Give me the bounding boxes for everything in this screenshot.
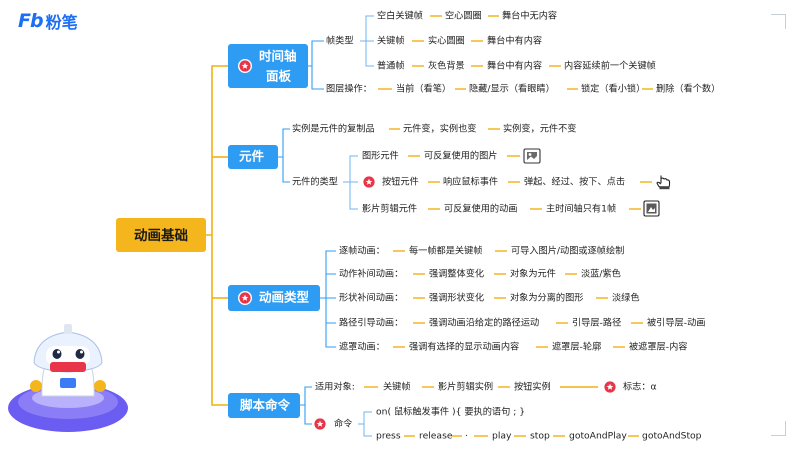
script-fork: [300, 386, 312, 425]
symbol-type2-states: 弹起、经过、按下、点击: [524, 176, 625, 188]
symbol-types-label: 元件的类型: [292, 176, 338, 188]
script-title: 脚本命令: [240, 398, 291, 413]
command-fork: [358, 411, 372, 437]
anim-row5-c1: 遮罩动画：: [339, 341, 385, 353]
anim-row4-c3: 引导层-路径: [572, 317, 621, 329]
robot-mascot-illustration: [8, 324, 128, 432]
anim-row2-c4: 淡蓝/紫色: [581, 268, 621, 280]
node-anim-types: 动画类型: [228, 285, 320, 311]
anim-fork: [320, 250, 336, 348]
frame-row3-c1: 普通帧: [377, 60, 405, 72]
applies-item-1: 关键帧: [383, 381, 411, 393]
timeline-title-line2: 面板: [266, 69, 292, 84]
anim-row1-c1: 逐帧动画：: [339, 245, 385, 257]
frame-row2-c3: 舞台中有内容: [487, 35, 542, 47]
link-frame-types: [308, 40, 324, 67]
instance-c1: 实例是元件的复制品: [292, 123, 375, 135]
frame-types-fork: [360, 15, 374, 67]
symbol-type3-desc: 可反复使用的动画: [444, 203, 518, 215]
frame-row2-c1: 关键帧: [377, 35, 405, 47]
symbol-title: 元件: [239, 149, 265, 164]
node-symbol: 元件: [228, 145, 278, 169]
anim-row1-c3: 可导入图片/动图或逐帧绘制: [511, 245, 624, 257]
anim-row4-c1: 路径引导动画：: [339, 317, 403, 329]
symbol-type1-desc: 可反复使用的图片: [424, 150, 498, 162]
layer-op-1: 当前（看笔）: [396, 83, 451, 95]
symbol-types-fork: [343, 155, 358, 210]
anim-row3-c1: 形状补间动画：: [339, 292, 403, 304]
corner-bracket-bottom-right: [771, 421, 786, 436]
event-stop: stop: [530, 431, 550, 442]
frame-types-label: 帧类型: [326, 35, 354, 47]
frame-row1-c2: 空心圆圈: [445, 10, 482, 22]
symbol-type2-desc: 响应鼠标事件: [443, 176, 498, 188]
frame-row3-c2: 灰色背景: [428, 60, 465, 72]
anim-row3-c4: 淡绿色: [612, 292, 640, 304]
anim-row4-c4: 被引导层-动画: [647, 317, 705, 329]
corner-bracket-top-right: [771, 14, 786, 29]
star-badge-icon: [238, 59, 252, 73]
star-badge-icon: [603, 380, 617, 394]
symbol-type1-name: 图形元件: [362, 150, 399, 162]
applies-mark: 标志：α: [623, 381, 657, 393]
frame-row3-c4: 内容延续前一个关键帧: [564, 60, 656, 72]
anim-title: 动画类型: [259, 290, 310, 305]
trunk-line-timeline: [206, 65, 228, 236]
film-icon: [643, 200, 660, 217]
brand-name: 粉笔: [45, 13, 78, 32]
command-label: 命令: [334, 418, 352, 430]
layer-op-4: 删除（看个数）: [656, 83, 720, 95]
anim-row5-c3: 遮罩层-轮廓: [552, 341, 601, 353]
symbol-type3-name: 影片剪辑元件: [362, 203, 417, 215]
root-node: 动画基础: [116, 218, 206, 252]
root-label: 动画基础: [134, 227, 188, 244]
node-script: 脚本命令: [228, 393, 300, 418]
event-gotoandplay: gotoAndPlay: [569, 431, 627, 442]
link-layer-ops: [311, 66, 324, 90]
brand-logo: Fb 粉笔: [18, 9, 78, 33]
frame-row1-c1: 空白关键帧: [377, 10, 423, 22]
frame-row1-c3: 舞台中无内容: [502, 10, 557, 22]
command-syntax: on( 鼠标触发事件 ){ 要执的语句 ; }: [376, 406, 525, 418]
node-timeline: 时间轴 面板: [228, 44, 308, 88]
anim-row4-c2: 强调动画沿给定的路径运动: [429, 317, 539, 329]
image-icon: [523, 148, 541, 164]
star-badge-icon: [238, 291, 252, 305]
layer-op-2: 隐藏/显示（看眼睛）: [469, 83, 555, 95]
trunk-line-script: [211, 235, 228, 406]
layer-ops-label: 图层操作：: [326, 83, 372, 95]
symbol-fork: [278, 128, 290, 183]
anim-row2-c3: 对象为元件: [510, 268, 556, 280]
brand-mark: Fb: [18, 10, 44, 32]
symbol-type3-note: 主时间轴只有1帧: [546, 203, 616, 215]
anim-row3-c2: 强调形状变化: [429, 292, 484, 304]
applies-item-3: 按钮实例: [514, 381, 551, 393]
anim-row1-c2: 每一帧都是关键帧: [409, 245, 483, 257]
applies-label: 适用对象:: [315, 381, 355, 393]
anim-row2-c1: 动作补间动画：: [339, 268, 403, 280]
anim-row5-c4: 被遮罩层-内容: [629, 341, 687, 353]
applies-item-2: 影片剪辑实例: [438, 381, 493, 393]
event-gotoandstop: gotoAndStop: [642, 431, 702, 442]
event-release: release: [419, 431, 453, 442]
anim-row5-c2: 强调有选择的显示动画内容: [409, 341, 519, 353]
event-press: press: [376, 431, 401, 442]
frame-row2-c2: 实心圆圈: [428, 35, 465, 47]
timeline-title-line1: 时间轴: [259, 49, 297, 64]
layer-op-3: 锁定（看小锁）: [581, 83, 645, 95]
star-badge-icon: [362, 175, 376, 189]
anim-row3-c3: 对象为分离的图形: [510, 292, 584, 304]
hand-pointer-icon: [656, 175, 671, 190]
anim-row2-c2: 强调整体变化: [429, 268, 484, 280]
instance-c3: 实例变，元件不变: [503, 123, 577, 135]
event-dot: ·: [465, 431, 468, 442]
symbol-type2-name: 按钮元件: [382, 176, 419, 188]
frame-row3-c3: 舞台中有内容: [487, 60, 542, 72]
event-play: play: [492, 431, 512, 442]
instance-c2: 元件变，实例也变: [403, 123, 477, 135]
star-badge-icon: [313, 417, 327, 431]
